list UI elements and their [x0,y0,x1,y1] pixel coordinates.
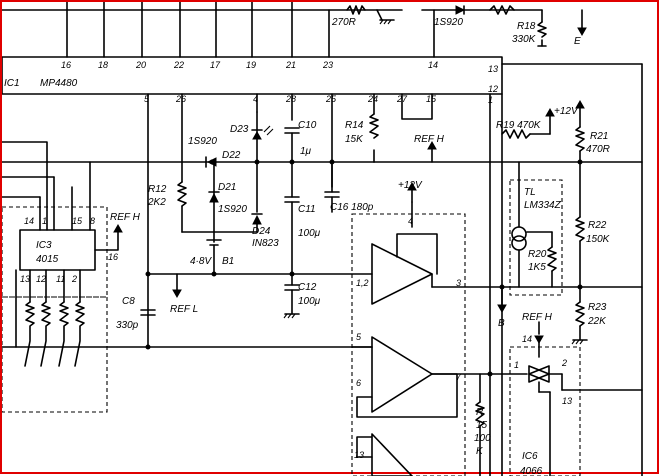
pin-7-opamp: 7 [456,372,462,382]
pin-15: 15 [426,94,437,104]
label-in823: IN823 [252,238,279,249]
label-ref-h-right: REF H [522,312,553,323]
pin-1-2-opamp: 1,2 [356,278,369,288]
label-r12-value: 2K2 [147,197,166,208]
label-d24: D24 [252,226,271,237]
label-b1: B1 [222,256,234,267]
label-r18: R18 [517,21,536,32]
pin-4: 4 [253,94,258,104]
label-ref-h-center: REF H [414,134,445,145]
pin-16-ic3: 16 [108,252,118,262]
pin-16: 16 [61,60,71,70]
label-d21: D21 [218,182,236,193]
label-ref-h-left: REF H [110,212,141,223]
label-d23: D23 [230,124,249,135]
label-1s920-d22: 1S920 [188,136,217,147]
pin-5: 5 [144,94,150,104]
pin-27: 27 [396,94,408,104]
pin-13-ic3: 13 [20,274,30,284]
label-r14-value: 15K [345,134,364,145]
label-r21: R21 [590,131,608,142]
pin-13-ic6: 13 [562,396,572,406]
pin-15-ic3: 15 [72,216,83,226]
pin-14: 14 [428,60,438,70]
label-1s920-top: 1S920 [434,17,463,28]
label-r15-num: 15 [476,420,488,431]
label-r15: R [476,407,483,418]
label-r20-value: 1K5 [528,262,546,273]
pin-14-ic3: 14 [24,216,34,226]
label-b: B [498,318,505,329]
label-c11: C11 [298,204,316,215]
label-r-270r: 270R [331,17,356,28]
label-plus12v-right: +12V [554,106,579,117]
label-r18-value: 330K [512,34,537,45]
label-tl: TL [524,187,536,198]
pin-24: 24 [367,94,378,104]
label-c16: C16 180p [330,202,374,213]
pin-4-opamp: 4 [408,216,413,226]
pin-6-opamp: 6 [356,378,361,388]
label-c12-value: 100μ [298,296,321,307]
pin-8-ic3: 8 [90,216,95,226]
label-lm334z: LM334Z [524,200,562,211]
label-1s920-d21: 1S920 [218,204,247,215]
label-r19: R19 470K [496,120,542,131]
pin-14-ic6: 14 [522,334,532,344]
label-c10-value: 1μ [300,146,312,157]
label-4066: 4066 [520,466,543,476]
pin-11-ic3: 11 [56,274,65,284]
pin-22: 22 [173,60,184,70]
label-r20: R20 [528,249,547,260]
label-ic6: IC6 [522,451,538,462]
label-c11-value: 100μ [298,228,321,239]
pin-2-ic3: 2 [71,274,77,284]
pin-26: 26 [175,94,186,104]
label-r23: R23 [588,302,607,313]
pin-19: 19 [246,60,256,70]
pin-28: 28 [285,94,296,104]
label-plus12v-opamp: +12V [398,180,423,191]
label-r22: R22 [588,220,607,231]
pin-12-ic3: 12 [36,274,46,284]
pin-5-opamp: 5 [356,332,362,342]
label-r12: R12 [148,184,167,195]
label-c12: C12 [298,282,317,293]
label-r23-value: 22K [587,316,607,327]
pin-18: 18 [98,60,108,70]
label-c8: C8 [122,296,135,307]
label-4015: 4015 [36,254,59,265]
pin-23: 23 [322,60,333,70]
pin-2-ic6: 2 [561,358,567,368]
label-c8-value: 330p [116,320,139,331]
label-r15-value: 100 [474,433,491,444]
label-ic1: IC1 [4,78,20,89]
pin-13-opamp: 13 [354,450,364,460]
label-mp4480: MP4480 [40,78,78,89]
label-r14: R14 [345,120,364,131]
pin-13: 13 [488,64,498,74]
label-ref-l: REF L [170,304,198,315]
pin-20: 20 [135,60,146,70]
label-r22-value: 150K [586,234,611,245]
label-r21-value: 470R [586,144,610,155]
label-battery-voltage: 4·8V [190,256,212,267]
pin-1-ic3: 1 [42,216,47,226]
label-c10: C10 [298,120,317,131]
label-r15-unit: K [476,446,484,457]
pin-21: 21 [285,60,296,70]
label-e: E [574,36,581,47]
pin-25: 25 [325,94,337,104]
pin-1: 1 [488,95,493,105]
label-d22: D22 [222,150,241,161]
pin-3-opamp: 3 [456,278,461,288]
pin-12: 12 [488,84,498,94]
label-ic3: IC3 [36,240,52,251]
pin-17: 17 [210,60,221,70]
pin-1-ic6: 1 [514,360,519,370]
